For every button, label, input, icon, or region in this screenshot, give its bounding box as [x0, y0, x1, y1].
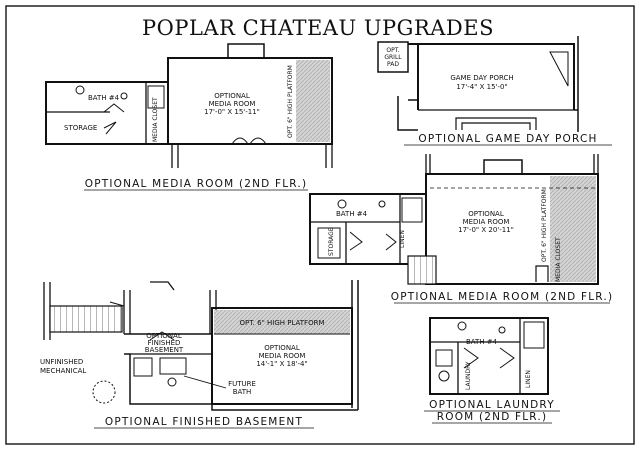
media-b-room-dims: 17'-0" X 20'-11": [458, 226, 514, 234]
basement-room-name: OPTIONAL: [264, 344, 300, 352]
basement-stairs: [49, 305, 123, 333]
basement-unfinished-label-2: MECHANICAL: [40, 367, 86, 375]
media-b-linen-label: LINEN: [399, 230, 406, 248]
basement-future-bath-label-1: FUTURE: [228, 380, 256, 388]
sheet-border: [5, 5, 635, 445]
media-b-bath-label: BATH #4: [336, 210, 368, 218]
basement-finished-label-2: FINISHED: [148, 339, 181, 347]
basement-unfinished-label-1: UNFINISHED: [40, 358, 83, 366]
laundry-caption-1: OPTIONAL LAUNDRY: [429, 399, 555, 411]
basement-platform-label: OPT. 6" HIGH PLATFORM: [239, 319, 324, 327]
plan-media-room-2nd-floor-b: [309, 154, 599, 285]
plan-finished-basement: [43, 280, 359, 411]
laundry-caption-2: ROOM (2ND FLR.): [437, 411, 548, 423]
platform-hatch: [214, 310, 350, 334]
media-a-bath-label: BATH #4: [88, 94, 120, 102]
basement-caption: OPTIONAL FINISHED BASEMENT: [105, 416, 303, 428]
media-b-room-name-2: MEDIA ROOM: [463, 218, 510, 226]
porch-caption: OPTIONAL GAME DAY PORCH: [418, 133, 597, 145]
porch-grill-label-3: PAD: [387, 61, 399, 68]
basement-future-bath-label-2: BATH: [233, 388, 252, 396]
basement-room-dims: 14'-1" X 18'-4": [256, 360, 307, 368]
media-a-room-name-2: MEDIA ROOM: [209, 100, 256, 108]
basement-room-name-2: MEDIA ROOM: [259, 352, 306, 360]
media-a-caption: OPTIONAL MEDIA ROOM (2ND FLR.): [85, 178, 308, 190]
stair-run: [407, 255, 437, 285]
media-b-storage-label: STORAGE: [328, 227, 335, 256]
platform-hatch: [296, 60, 330, 142]
platform-hatch: [550, 176, 596, 282]
media-b-closet-label: MEDIA CLOSET: [555, 237, 562, 282]
laundry-laundry-label: LAUNDRY: [465, 361, 472, 390]
media-b-platform-label: OPT. 6" HIGH PLATFORM: [541, 189, 548, 262]
media-b-room-name: OPTIONAL: [468, 210, 504, 218]
media-b-caption: OPTIONAL MEDIA ROOM (2ND FLR.): [391, 291, 614, 303]
porch-grill-label-2: GRILL: [384, 54, 402, 61]
laundry-bath-label: BATH #4: [466, 338, 498, 346]
porch-grill-label-1: OPT.: [386, 47, 399, 54]
plan-media-room-2nd-floor-a: [45, 43, 333, 168]
media-a-room-dims: 17'-0" X 15'-11": [204, 108, 260, 116]
plan-laundry-room: [429, 317, 549, 395]
sheet-title: POPLAR CHATEAU UPGRADES: [142, 16, 494, 40]
plan-game-day-porch: [377, 36, 579, 132]
basement-finished-label-3: BASEMENT: [145, 346, 184, 354]
basement-finished-label-1: OPTIONAL: [146, 332, 182, 340]
media-a-closet-label: MEDIA CLOSET: [152, 97, 159, 142]
porch-room-dims: 17'-4" X 15'-0": [456, 83, 507, 91]
laundry-linen-label: LINEN: [525, 370, 532, 388]
media-a-storage-label: STORAGE: [64, 124, 97, 132]
media-a-platform-label: OPT. 6" HIGH PLATFORM: [287, 65, 294, 138]
media-a-room-name: OPTIONAL: [214, 92, 250, 100]
porch-room-name: GAME DAY PORCH: [450, 74, 513, 82]
